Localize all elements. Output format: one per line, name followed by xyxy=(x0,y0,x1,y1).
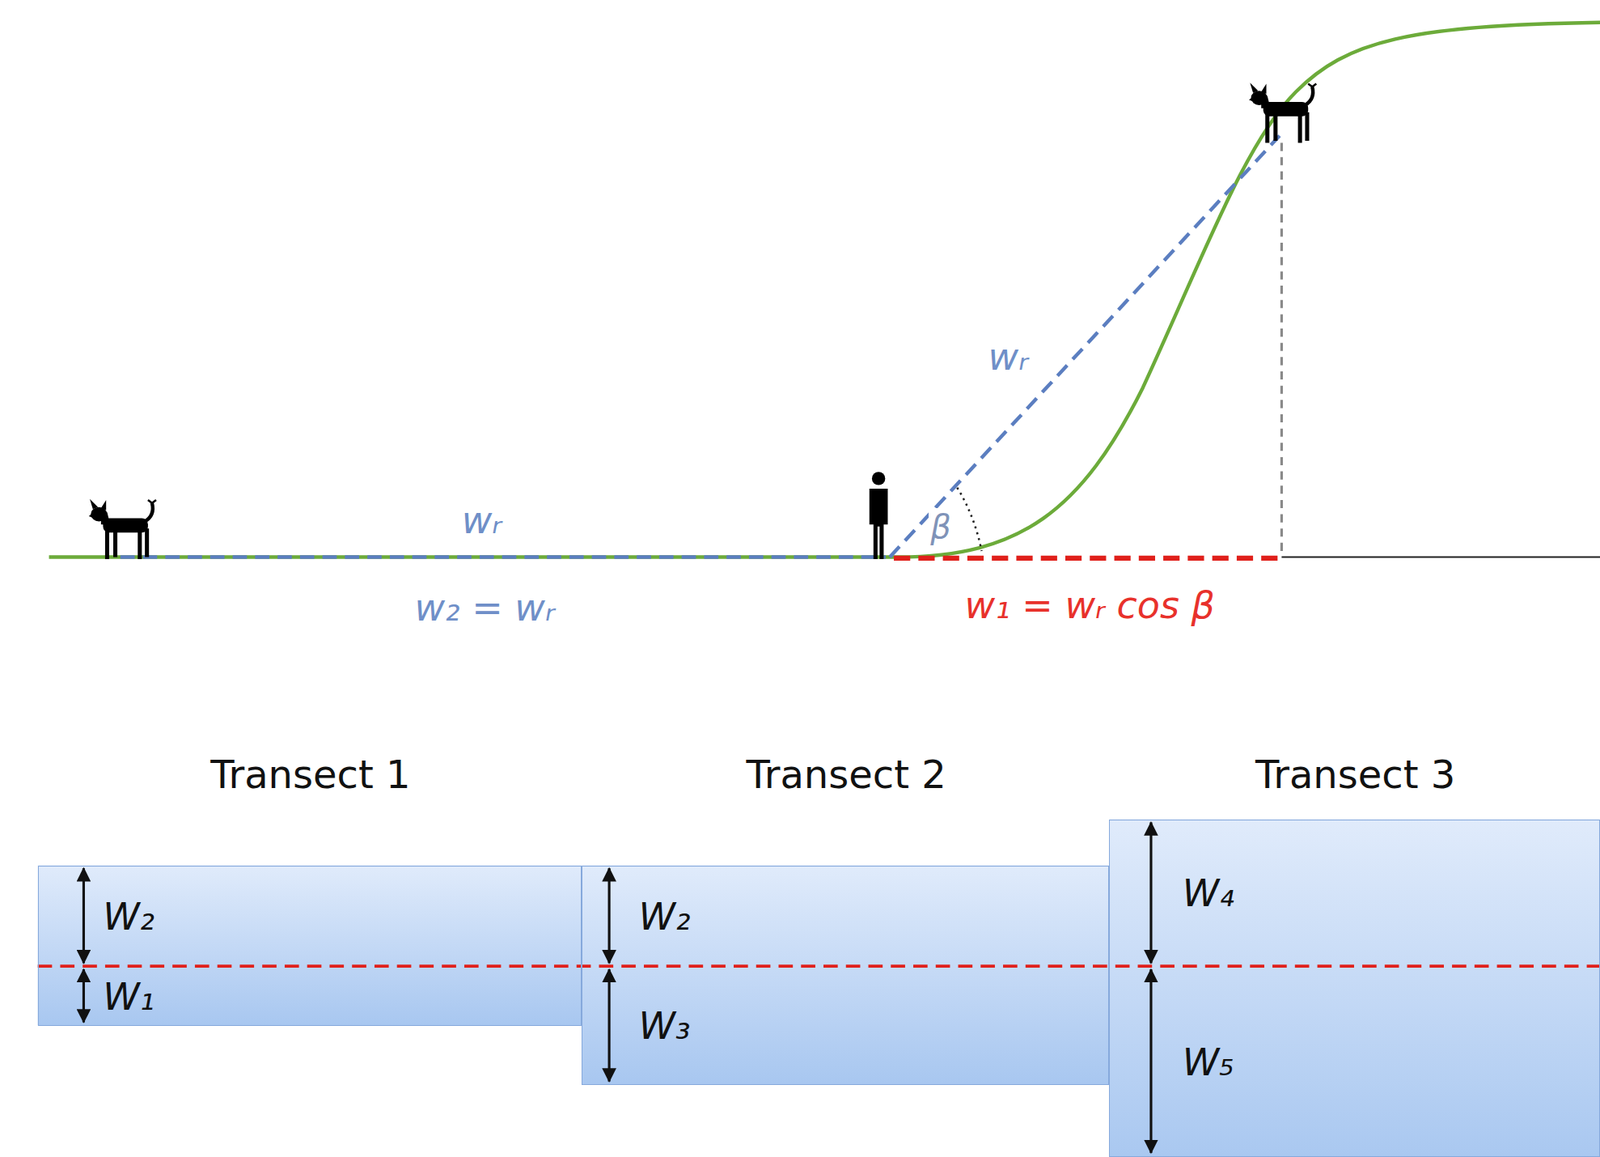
width-label-slot: W₂ xyxy=(638,895,690,939)
observer-figure xyxy=(869,471,889,559)
measure-label-slot: wᵣ xyxy=(461,499,503,542)
width-label-slot: W₁ xyxy=(102,975,155,1019)
width-label: W₄ xyxy=(1182,871,1235,915)
width-label-slot: W₂ xyxy=(102,895,155,939)
transect-title-slot: Transect 3 xyxy=(1255,752,1456,797)
width-label-slot: W₄ xyxy=(1182,871,1235,915)
measure-label: wᵣ xyxy=(988,335,1029,379)
band-fill xyxy=(581,864,1109,1084)
measure-label: β xyxy=(928,507,953,546)
base-line xyxy=(1281,556,1600,559)
animal-figure xyxy=(88,499,157,559)
animal-figure xyxy=(1248,82,1317,143)
transect-band: Transect 1W₂W₁ xyxy=(38,865,582,1026)
measure-label-slot: wᵣ xyxy=(988,335,1029,379)
radial-distance-line xyxy=(120,554,886,559)
width-label-slot: W₃ xyxy=(638,1004,690,1048)
measure-label: w₂ = wᵣ xyxy=(414,586,555,630)
measure-label: wᵣ xyxy=(461,499,503,542)
width-label-slot: W₅ xyxy=(1182,1041,1235,1084)
band-fill xyxy=(38,864,582,1025)
transect-title: Transect 3 xyxy=(1255,752,1456,797)
transect-title: Transect 2 xyxy=(745,752,946,797)
measure-label: w₁ = wᵣ cos β xyxy=(965,584,1215,627)
measure-label-slot: β xyxy=(928,507,953,546)
band-fill xyxy=(1108,819,1600,1157)
angle-arc xyxy=(956,487,982,551)
width-label: W₂ xyxy=(102,895,155,939)
transect-title-slot: Transect 1 xyxy=(210,752,411,797)
drop-line xyxy=(1280,143,1283,558)
measure-label-slot: w₂ = wᵣ xyxy=(414,586,555,630)
transect-line xyxy=(38,964,1600,968)
measure-label-slot: w₁ = wᵣ cos β xyxy=(965,584,1215,627)
width-label: W₁ xyxy=(102,975,155,1019)
width-label: W₃ xyxy=(638,1004,690,1048)
width-arrows xyxy=(83,821,1152,1153)
transect-band: Transect 2W₂W₃ xyxy=(581,865,1109,1085)
transect-title-slot: Transect 2 xyxy=(745,752,946,797)
terrain-line xyxy=(49,22,1600,558)
transect-band: Transect 3W₄W₅ xyxy=(1108,819,1600,1157)
width-label: W₅ xyxy=(1182,1041,1235,1084)
radial-distance-line xyxy=(889,135,1280,558)
horizontal-distance-line xyxy=(893,555,1278,561)
width-label: W₂ xyxy=(638,895,690,939)
transect-title: Transect 1 xyxy=(210,752,411,797)
